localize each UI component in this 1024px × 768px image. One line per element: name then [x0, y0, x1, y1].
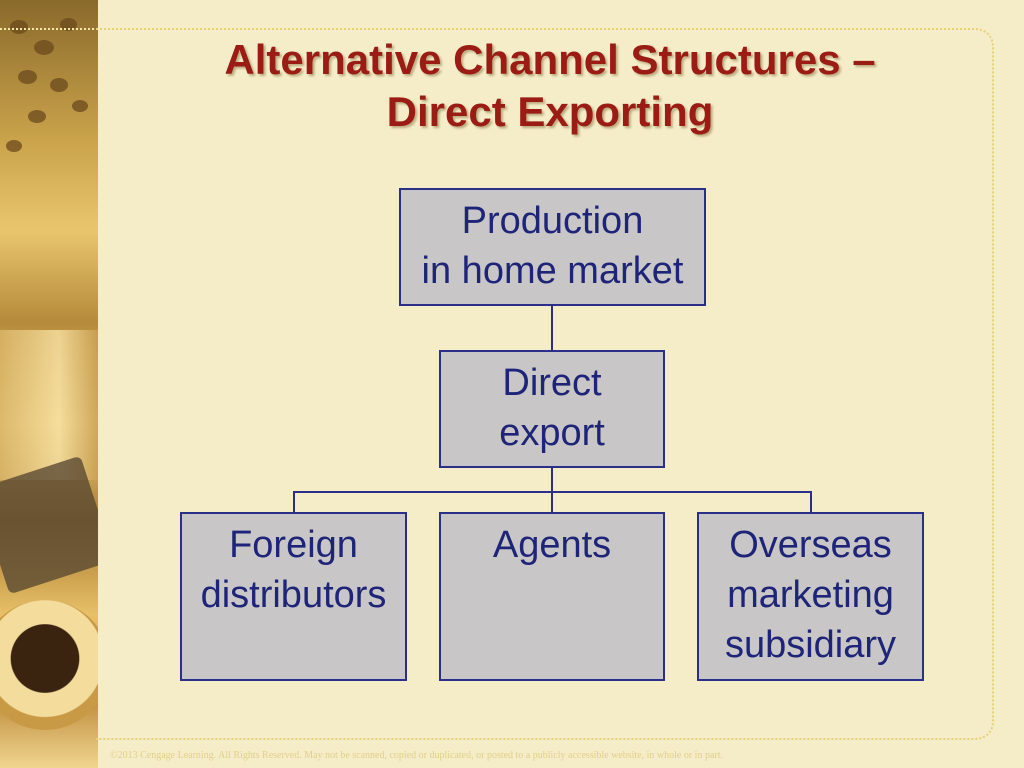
box-line: Overseas — [729, 524, 892, 566]
connector-horizontal — [293, 491, 812, 493]
box-agents: Agents — [439, 512, 665, 681]
coffee-bean-image — [10, 20, 28, 34]
box-foreign-distributors: Foreign distributors — [180, 512, 407, 681]
coffee-bean-image — [6, 140, 22, 152]
coffee-bag-image — [0, 330, 98, 480]
coffee-cup-image — [0, 600, 98, 730]
coffee-card-image — [0, 455, 98, 595]
coffee-bean-image — [28, 110, 46, 123]
coffee-bean-image — [60, 18, 77, 31]
box-line: Production — [461, 200, 644, 242]
box-direct-export: Direct export — [439, 350, 665, 468]
coffee-bean-image — [34, 40, 54, 55]
dotted-divider — [0, 28, 98, 30]
coffee-bean-image — [50, 78, 68, 92]
copyright-footer: ©2013 Cengage Learning. All Rights Reser… — [110, 750, 723, 761]
decorative-photo-strip — [0, 0, 98, 768]
box-line: export — [499, 412, 605, 454]
connector-to-overseas-subsidiary — [810, 491, 812, 513]
box-overseas-marketing-subsidiary: Overseas marketing subsidiary — [697, 512, 924, 681]
box-line: Direct — [502, 362, 602, 404]
box-line: in home market — [421, 250, 684, 292]
box-production-home-market: Production in home market — [399, 188, 706, 306]
connector-to-foreign-distributors — [293, 491, 295, 513]
slide-title-line-1: Alternative Channel Structures – — [224, 36, 876, 83]
connector-root-to-middle — [551, 305, 553, 351]
box-line: Agents — [492, 524, 612, 566]
coffee-bean-image — [18, 70, 37, 84]
slide-title-line-2: Direct Exporting — [386, 88, 714, 135]
box-line: Foreign — [229, 524, 358, 566]
box-line: subsidiary — [724, 624, 897, 666]
box-line: marketing — [727, 574, 894, 616]
slide-title: Alternative Channel Structures – Direct … — [120, 34, 980, 138]
box-line: distributors — [200, 574, 387, 616]
connector-middle-down — [551, 467, 553, 513]
coffee-bean-image — [72, 100, 88, 112]
